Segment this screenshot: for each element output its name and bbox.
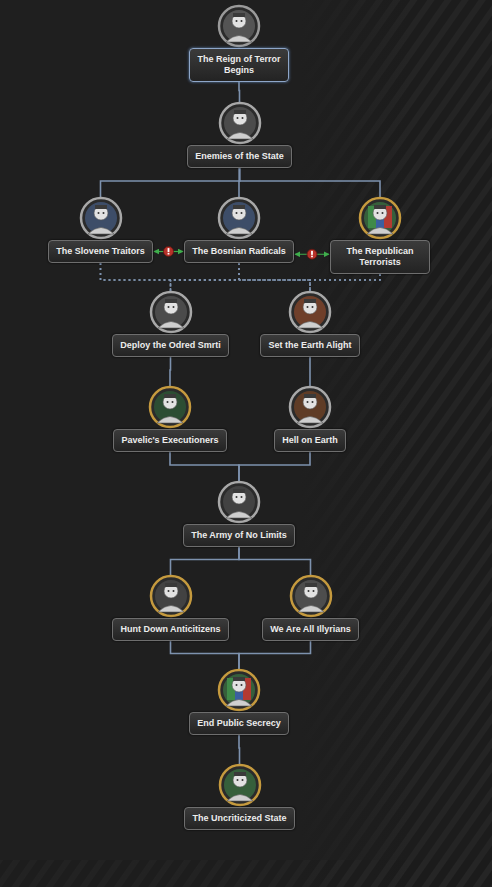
focus-label: We Are All Illyrians — [262, 618, 359, 641]
prerequisite-line — [169, 357, 171, 386]
prerequisite-line — [171, 263, 240, 291]
focus-node: Deploy the Odred Smrti — [112, 288, 229, 357]
focus-label: The Bosnian Radicals — [184, 240, 294, 263]
focus-label: The Uncriticized State — [184, 807, 295, 830]
focus-title: Deploy the Odred Smrti — [120, 340, 221, 351]
focus-icon — [216, 478, 262, 524]
focus-label: Set the Earth Alight — [260, 334, 360, 357]
prerequisite-line — [239, 547, 311, 575]
focus-node: We Are All Illyrians — [262, 572, 359, 641]
focus-label: Pavelic's Executioners — [113, 429, 227, 452]
prerequisite-line — [171, 274, 381, 291]
prerequisite-line — [239, 263, 310, 291]
focus-node: The Republican Terrorists — [330, 194, 430, 274]
focus-title: Hunt Down Anticitizens — [120, 624, 221, 635]
focus-title: The Army of No Limits — [191, 530, 287, 541]
focus-title: Pavelic's Executioners — [121, 435, 219, 446]
prerequisite-line — [238, 735, 240, 764]
focus-label: End Public Secrecy — [189, 712, 289, 735]
focus-icon — [287, 383, 333, 429]
focus-icon — [287, 288, 333, 334]
focus-icon — [216, 2, 262, 48]
focus-node: The Slovene Traitors — [48, 194, 153, 263]
focus-icon — [288, 572, 334, 618]
focus-icon — [217, 99, 263, 145]
focus-label: Hell on Earth — [274, 429, 346, 452]
prerequisite-line — [171, 547, 240, 575]
focus-icon — [148, 288, 194, 334]
focus-title: Enemies of the State — [195, 151, 284, 162]
focus-node: Hunt Down Anticitizens — [112, 572, 229, 641]
focus-node: The Uncriticized State — [184, 761, 295, 830]
focus-icon — [148, 572, 194, 618]
focus-node: The Bosnian Radicals — [184, 194, 294, 263]
focus-label: The Army of No Limits — [183, 524, 295, 547]
focus-title: The Bosnian Radicals — [192, 246, 286, 257]
focus-node: Pavelic's Executioners — [113, 383, 227, 452]
focus-title: The Slovene Traitors — [56, 246, 145, 257]
focus-label: The Slovene Traitors — [48, 240, 153, 263]
prerequisite-line — [101, 263, 311, 291]
focus-node: Hell on Earth — [274, 383, 346, 452]
exclusive-icon — [307, 249, 317, 259]
prerequisite-line — [239, 452, 310, 481]
focus-node: Set the Earth Alight — [260, 288, 360, 357]
focus-icon — [147, 383, 193, 429]
focus-node: End Public Secrecy — [189, 666, 289, 735]
focus-node: The Reign of Terror Begins — [189, 2, 289, 82]
focus-node: Enemies of the State — [187, 99, 292, 168]
focus-icon — [216, 666, 262, 712]
focus-label: Hunt Down Anticitizens — [112, 618, 229, 641]
prerequisite-line — [101, 168, 240, 197]
focus-title: The Uncriticized State — [192, 813, 287, 824]
focus-title: We Are All Illyrians — [270, 624, 351, 635]
prerequisite-line — [171, 641, 240, 669]
exclusive-icon — [164, 247, 174, 257]
focus-title: Set the Earth Alight — [268, 340, 352, 351]
focus-title: End Public Secrecy — [197, 718, 281, 729]
focus-title: The Republican Terrorists — [338, 246, 422, 268]
prerequisite-line — [101, 263, 171, 291]
focus-icon — [217, 761, 263, 807]
focus-icon — [216, 194, 262, 240]
focus-label: Enemies of the State — [187, 145, 292, 168]
focus-title: The Reign of Terror Begins — [197, 54, 281, 76]
focus-label: The Reign of Terror Begins — [189, 48, 289, 82]
focus-label: Deploy the Odred Smrti — [112, 334, 229, 357]
focus-icon — [357, 194, 403, 240]
focus-label: The Republican Terrorists — [330, 240, 430, 274]
prerequisite-line — [310, 274, 380, 291]
prerequisite-line — [239, 641, 311, 669]
prerequisite-line — [170, 452, 239, 481]
prerequisite-line — [238, 82, 240, 102]
focus-node: The Army of No Limits — [183, 478, 295, 547]
prerequisite-line — [240, 168, 381, 197]
focus-icon — [78, 194, 124, 240]
focus-title: Hell on Earth — [282, 435, 338, 446]
prerequisite-line — [309, 357, 311, 386]
